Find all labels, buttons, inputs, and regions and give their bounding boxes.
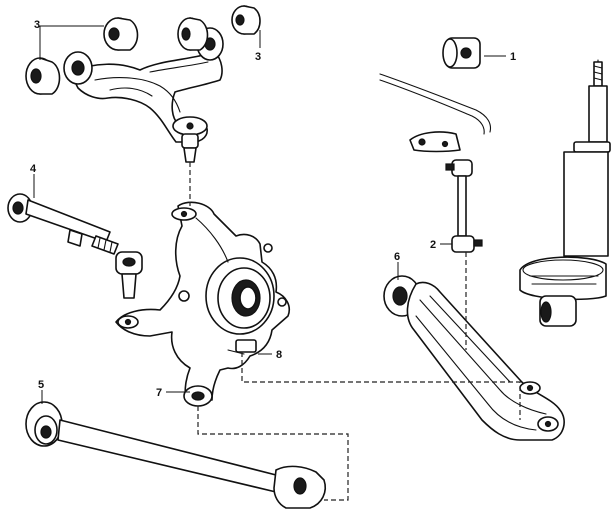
callout-3: 3 [34, 19, 40, 31]
upper-arm-bushing [25, 57, 61, 95]
lateral-link [25, 401, 326, 509]
callout-1: 1 [510, 51, 516, 63]
callout-6: 6 [394, 251, 400, 263]
callout-4: 4 [30, 163, 37, 175]
shock-absorber [519, 59, 611, 327]
upper-arm-bushing [231, 5, 261, 35]
upper-arm-bushing [103, 17, 139, 51]
lower-control-arm [383, 275, 565, 441]
callout-5: 5 [38, 379, 44, 391]
toe-control-arm [7, 193, 143, 299]
stabilizer-bar [379, 73, 492, 153]
callout-8: 8 [276, 349, 282, 361]
upper-control-arm [63, 27, 224, 163]
callout-7: 7 [156, 387, 162, 399]
upper-arm-bushing [177, 17, 209, 51]
callout-3: 3 [255, 51, 261, 63]
callout-2: 2 [430, 239, 436, 251]
stabilizer-bar-bushing [442, 37, 481, 69]
stabilizer-link [445, 159, 483, 253]
knuckle-assembly [115, 201, 291, 407]
